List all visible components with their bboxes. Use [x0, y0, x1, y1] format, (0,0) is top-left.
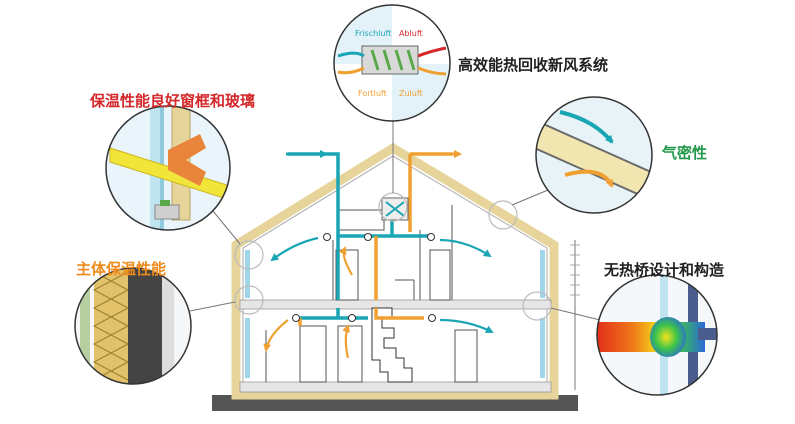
hrv-label-fortluft: Fortluft: [358, 89, 387, 98]
airtightness-detail-image: [536, 97, 652, 213]
interior-walls: [265, 205, 478, 383]
window-right-upper: [540, 250, 545, 298]
attic-hrv-cross: [385, 201, 405, 217]
thermal-bridge-detail-frame: [596, 274, 718, 396]
insulation-detail-image: [75, 268, 191, 384]
ground-floor-slab: [239, 381, 552, 393]
hrv-detail-frame: [333, 4, 451, 122]
label-insulation: 主体保温性能: [76, 260, 167, 278]
airtightness-detail-frame: [535, 96, 653, 214]
window-right-lower: [540, 318, 545, 378]
upper-floor-slab: [239, 299, 552, 310]
label-hrv-system: 高效能热回收新风系统: [458, 56, 609, 74]
window-detail-frame: [105, 105, 231, 231]
hrv-detail-image: [334, 5, 450, 121]
label-thermal-bridge: 无热桥设计和构造: [604, 261, 725, 279]
side-fence: [570, 244, 580, 296]
room-airflow-arrows: [263, 236, 494, 359]
hrv-label-zuluft: Zuluft: [399, 89, 423, 98]
thermal-bridge-detail-image: [597, 275, 717, 395]
hrv-label-frischluft: Frischluft: [355, 29, 391, 38]
window-detail-image: [106, 106, 230, 230]
label-windows: 保温性能良好窗框和玻璃: [90, 92, 256, 110]
air-diffusers: [292, 233, 436, 322]
connector-lines: [189, 121, 601, 321]
insulation-detail-frame: [74, 267, 192, 385]
window-left-upper: [245, 250, 250, 298]
staircase: [371, 307, 413, 383]
hrv-label-abluft: Abluft: [399, 29, 423, 38]
window-left-lower: [245, 318, 250, 378]
label-airtightness: 气密性: [662, 144, 708, 162]
